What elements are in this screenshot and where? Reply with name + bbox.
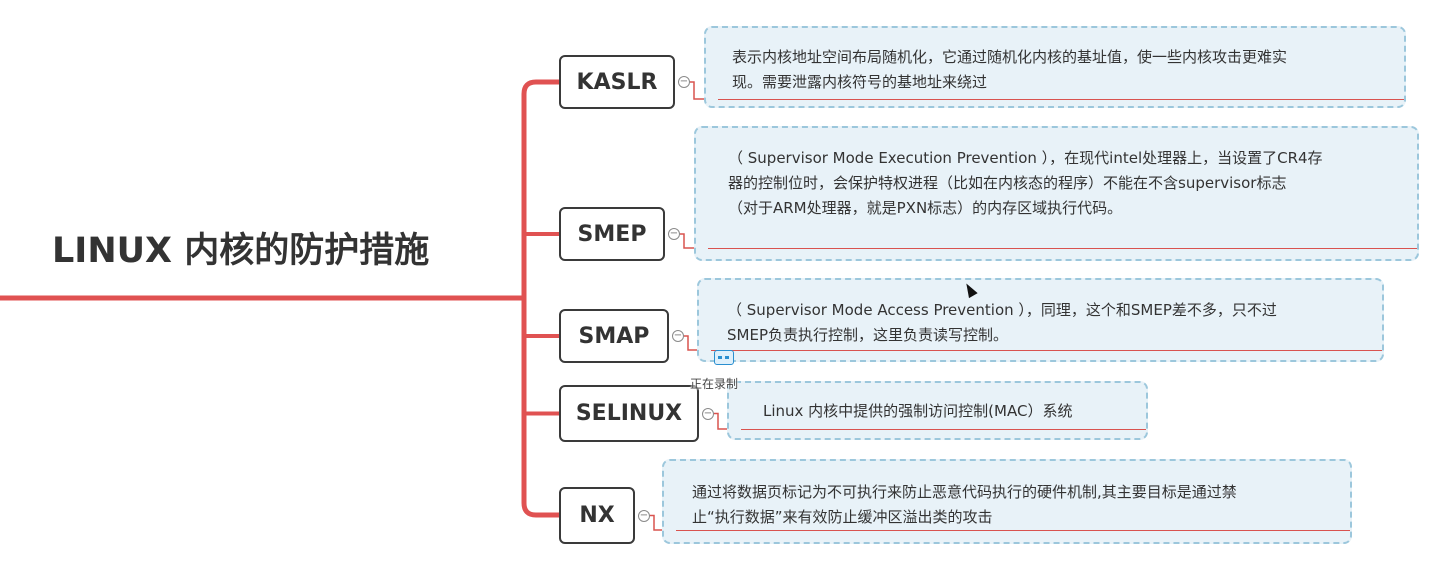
- note-text-line: Linux 内核中提供的强制访问控制(MAC）系统: [763, 402, 1073, 420]
- note-text-line: SMEP负责执行控制，这里负责读写控制。: [727, 326, 1008, 344]
- note-text-line: 通过将数据页标记为不可执行来防止恶意代码执行的硬件机制,其主要目标是通过禁: [692, 483, 1237, 501]
- recording-status-text: 正在录制: [690, 377, 739, 391]
- branch-node-kaslr[interactable]: KASLR: [559, 55, 675, 109]
- branch-node-selinux[interactable]: SELINUX: [559, 385, 699, 442]
- branch-node-label: SELINUX: [575, 401, 683, 426]
- note-box-smap: （ Supervisor Mode Access Prevention ），同理…: [697, 278, 1384, 362]
- note-text-line: （ Supervisor Mode Access Prevention ），同理…: [727, 301, 1277, 319]
- branch-node-label: NX: [579, 503, 615, 528]
- note-underline: [708, 248, 1417, 249]
- note-text-line: 表示内核地址空间布局随机化，它通过随机化内核的基址值，使一些内核攻击更难实: [732, 48, 1288, 66]
- note-text-line: （对于ARM处理器，就是PXN标志）的内存区域执行代码。: [728, 199, 1123, 217]
- note-underline: [741, 429, 1146, 430]
- collapse-toggle-icon[interactable]: −: [668, 228, 680, 240]
- note-text-line: 止“执行数据”来有效防止缓冲区溢出类的攻击: [692, 508, 993, 526]
- note-box-selinux: Linux 内核中提供的强制访问控制(MAC）系统: [727, 381, 1148, 440]
- note-text-line: 现。需要泄露内核符号的基地址来绕过: [732, 73, 988, 91]
- recording-icon: [714, 350, 734, 365]
- collapse-toggle-icon[interactable]: −: [672, 330, 684, 342]
- collapse-toggle-icon[interactable]: −: [678, 76, 690, 88]
- note-box-smep: （ Supervisor Mode Execution Prevention ）…: [694, 126, 1419, 261]
- branch-connectors: [0, 79, 741, 531]
- note-underline: [676, 530, 1350, 531]
- branch-node-nx[interactable]: NX: [559, 487, 635, 544]
- branch-node-smap[interactable]: SMAP: [559, 309, 669, 363]
- root-title: LINUX 内核的防护措施: [52, 231, 430, 271]
- note-underline: [711, 350, 1382, 351]
- branch-node-label: KASLR: [576, 69, 658, 95]
- note-underline: [718, 99, 1404, 100]
- branch-node-label: SMEP: [577, 221, 647, 247]
- branch-node-smep[interactable]: SMEP: [559, 207, 665, 261]
- branch-node-label: SMAP: [578, 323, 650, 349]
- collapse-toggle-icon[interactable]: −: [702, 407, 714, 420]
- note-box-kaslr: 表示内核地址空间布局随机化，它通过随机化内核的基址值，使一些内核攻击更难实现。需…: [704, 26, 1406, 108]
- branch-spine: [521, 79, 559, 518]
- note-text-line: 器的控制位时，会保护特权进程（比如在内核态的程序）不能在不含supervisor…: [728, 174, 1287, 192]
- note-box-nx: 通过将数据页标记为不可执行来防止恶意代码执行的硬件机制,其主要目标是通过禁止“执…: [662, 459, 1352, 544]
- note-text-line: （ Supervisor Mode Execution Prevention ）…: [728, 149, 1323, 167]
- collapse-toggle-icon[interactable]: −: [638, 509, 650, 522]
